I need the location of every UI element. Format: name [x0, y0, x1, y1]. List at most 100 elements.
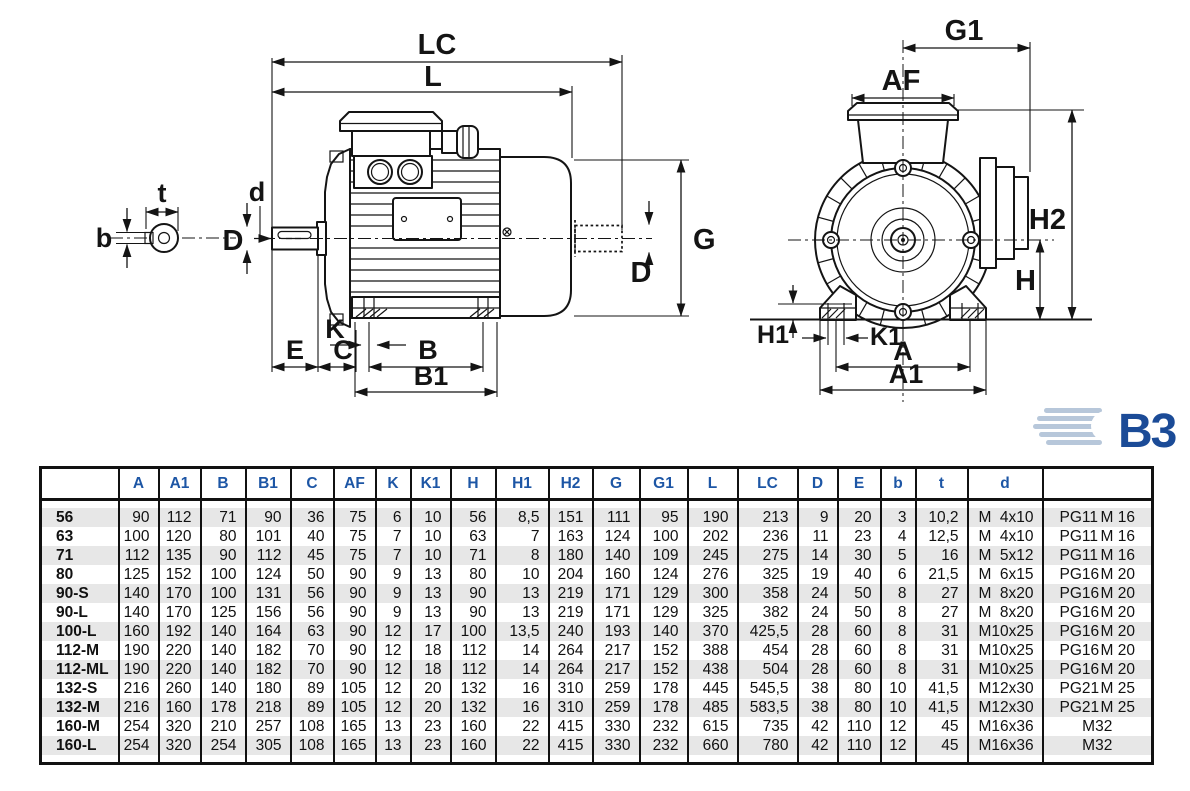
dim-value-cell: 8 — [879, 641, 916, 660]
gland-spec-cell: M32 — [1041, 736, 1153, 755]
dim-label-t: t — [158, 178, 167, 208]
cowl-screw-icon — [502, 227, 512, 237]
dim-value-cell: 56 — [289, 584, 334, 603]
dim-value-cell: 165 — [332, 717, 376, 736]
dim-value-cell: 124 — [244, 565, 291, 584]
dim-value-cell: 13 — [374, 717, 411, 736]
dim-label-e: E — [286, 335, 304, 365]
dim-value-cell: 129 — [638, 584, 688, 603]
spacer-cell — [449, 755, 496, 764]
dim-value-cell: 60 — [836, 641, 881, 660]
spacer-cell — [686, 499, 738, 508]
dim-value-cell: 41,5 — [914, 679, 968, 698]
dim-value-cell: 100 — [117, 527, 159, 546]
dim-value-cell: 218 — [244, 698, 291, 717]
column-header: K — [374, 467, 411, 501]
spacer-cell — [736, 755, 798, 764]
dim-value-cell: 90 — [332, 622, 376, 641]
gland-assembly-front — [979, 157, 1029, 269]
mounting-code-label: B3 — [1118, 405, 1176, 458]
dim-value-cell: 89 — [289, 679, 334, 698]
column-header: E — [836, 467, 881, 501]
dim-value-cell: 80 — [836, 679, 881, 698]
column-header: AF — [332, 467, 376, 501]
column-header: t — [914, 467, 968, 501]
dim-value-cell: 504 — [736, 660, 798, 679]
dim-value-cell: 124 — [591, 527, 640, 546]
dim-label-k: K — [325, 314, 345, 344]
dim-value-cell: 112 — [117, 546, 159, 565]
dim-value-cell: 125 — [199, 603, 246, 622]
dim-value-cell: 110 — [836, 736, 881, 755]
spacer-cell — [736, 499, 798, 508]
dim-value-cell: 12 — [879, 717, 916, 736]
dim-value-cell: 8 — [879, 603, 916, 622]
dim-value-cell: 71 — [199, 508, 246, 527]
dim-value-cell: 40 — [836, 565, 881, 584]
spacer-cell — [914, 755, 968, 764]
dim-value-cell: 22 — [494, 736, 549, 755]
spacer-cell — [199, 499, 246, 508]
dim-value-cell: 9 — [374, 584, 411, 603]
nameplate — [392, 197, 462, 241]
column-header: A — [117, 467, 159, 501]
dim-value-cell: 100 — [449, 622, 496, 641]
spacer-cell — [157, 499, 201, 508]
spacer-cell — [289, 499, 334, 508]
dim-value-cell: 9 — [796, 508, 838, 527]
dim-value-cell: 63 — [289, 622, 334, 641]
dim-value-cell: 254 — [117, 736, 159, 755]
dim-value-cell: 320 — [157, 736, 201, 755]
dim-value-cell: 190 — [686, 508, 738, 527]
dim-value-cell: 276 — [686, 565, 738, 584]
spacer-cell — [966, 499, 1043, 508]
dim-value-cell: 140 — [638, 622, 688, 641]
dim-value-cell: 160 — [591, 565, 640, 584]
terminal-box-side — [339, 111, 479, 189]
dim-value-cell: 50 — [289, 565, 334, 584]
dim-value-cell: 16 — [494, 698, 549, 717]
dim-value-cell: 80 — [199, 527, 246, 546]
shaft-key-section: t b — [96, 178, 236, 268]
spacer-cell — [40, 499, 119, 508]
dim-value-cell: 38 — [796, 698, 838, 717]
dim-value-cell: 100 — [199, 584, 246, 603]
dim-value-cell: 27 — [914, 584, 968, 603]
dim-value-cell: 7 — [494, 527, 549, 546]
column-header: G1 — [638, 467, 688, 501]
dim-value-cell: 152 — [638, 660, 688, 679]
dim-value-cell: 90 — [449, 603, 496, 622]
dim-label-g1: G1 — [945, 15, 984, 47]
dim-value-cell: 152 — [157, 565, 201, 584]
column-header: B1 — [244, 467, 291, 501]
spacer-cell — [638, 755, 688, 764]
dim-value-cell: 415 — [547, 736, 593, 755]
dim-value-cell: 193 — [591, 622, 640, 641]
dim-value-cell: 220 — [157, 660, 201, 679]
dim-value-cell: 192 — [157, 622, 201, 641]
dim-value-cell: 7 — [374, 546, 411, 565]
motor-foot-side — [351, 296, 501, 319]
dim-value-cell: 8 — [879, 660, 916, 679]
dim-value-cell: 111 — [591, 508, 640, 527]
dim-value-cell: 151 — [547, 508, 593, 527]
column-header: A1 — [157, 467, 201, 501]
dim-value-cell: 219 — [547, 603, 593, 622]
spacer-cell — [638, 499, 688, 508]
dim-value-cell: 95 — [638, 508, 688, 527]
dim-value-cell: 100 — [638, 527, 688, 546]
column-header: D — [796, 467, 838, 501]
dim-value-cell: 160 — [449, 736, 496, 755]
